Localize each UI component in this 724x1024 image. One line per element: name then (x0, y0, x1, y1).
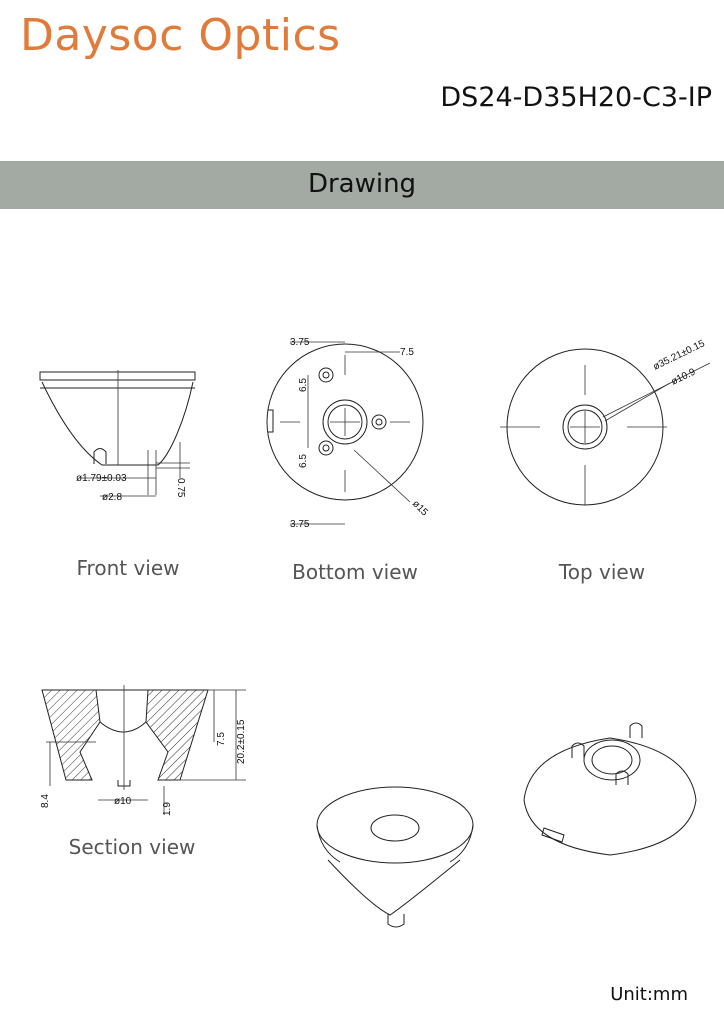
bottom-dim-bottom-offset: 3.75 (290, 519, 310, 530)
section-band: Drawing (0, 161, 724, 209)
section-view-label: Section view (68, 835, 196, 859)
section-dim-upper: 7.5 (216, 732, 227, 746)
section-dim-bottom-dia: ø10 (114, 796, 132, 807)
unit-label: Unit:mm (610, 984, 688, 1005)
section-view-drawing: 7.5 20.2±0.15 8.4 ø10 1.9 (40, 685, 247, 816)
front-view-drawing: ø1.79±0.03 ø2.8 0.75 (39, 370, 196, 503)
iso-view-lower (316, 786, 474, 928)
top-view-label: Top view (558, 560, 646, 584)
section-title: Drawing (307, 169, 417, 199)
bottom-dim-right-offset: 7.5 (400, 347, 414, 358)
section-dim-total: 20.2±0.15 (236, 719, 247, 764)
front-dim-height: 0.75 (175, 478, 186, 498)
iso-view-upper (523, 722, 697, 856)
section-dim-gap: 1.9 (162, 802, 173, 816)
brand-title: Daysoc Optics (20, 10, 341, 61)
top-dim-outer: ø35.21±0.15 (651, 338, 707, 373)
bottom-dim-top-offset: 3.75 (290, 337, 310, 348)
front-dim-pin: ø1.79±0.03 (76, 473, 127, 484)
section-dim-lower: 8.4 (40, 794, 51, 808)
bottom-view-label: Bottom view (292, 560, 418, 584)
top-dim-inner: ø10.9 (669, 366, 697, 387)
bottom-view-drawing: 3.75 7.5 6.5 6.5 3.75 ø15 (266, 337, 430, 530)
front-view-label: Front view (76, 556, 180, 580)
top-view-drawing: ø35.21±0.15 ø10.9 (500, 338, 711, 506)
bottom-dim-bore: ø15 (410, 498, 430, 518)
model-number: DS24-D35H20-C3-IP (440, 82, 712, 113)
bottom-dim-lower-pitch: 6.5 (298, 454, 309, 468)
front-dim-base: ø2.8 (102, 492, 122, 503)
bottom-dim-upper-pitch: 6.5 (298, 378, 309, 392)
